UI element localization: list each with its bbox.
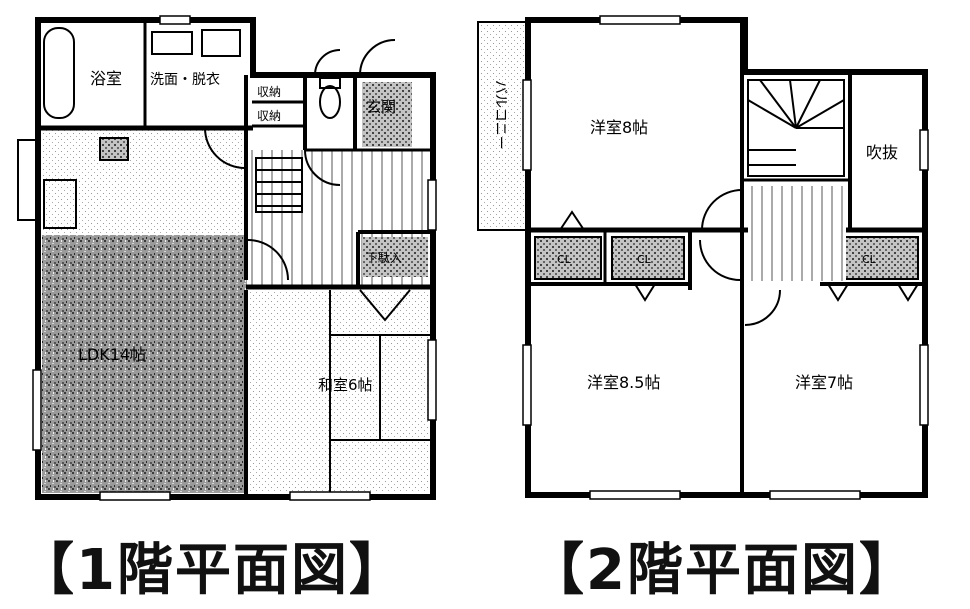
window (99, 491, 171, 501)
door-swing (314, 49, 341, 76)
door-swing (559, 210, 585, 231)
floor1-caption: 【1階平面図】 (18, 538, 407, 603)
door-swing (304, 149, 341, 186)
window (919, 129, 929, 171)
floor2-plan: バルコニー 洋室8帖 吹抜 CL CL CL 洋室8.5帖 洋室7帖 (477, 15, 929, 500)
floor1-plan: 浴室 洗面・脱衣 収納 収納 玄関 LDK14帖 下駄入 和室6帖 (17, 15, 437, 501)
room-label-cl-3: CL (862, 253, 877, 266)
floor2-caption: 【2階平面図】 (528, 538, 917, 603)
toilet-icon (319, 85, 341, 119)
room-label-storage-2: 収納 (257, 109, 281, 123)
room-label-entrance: 玄関 (366, 98, 396, 116)
room-label-room-c: 洋室7帖 (795, 373, 853, 392)
ldk-floor (42, 235, 247, 493)
door-swing (247, 239, 289, 281)
room-label-bath: 浴室 (90, 69, 122, 88)
room-label-ldk: LDK14帖 (78, 345, 146, 364)
door-swing (897, 283, 919, 302)
closet-1 (534, 236, 602, 280)
bathtub-icon (43, 27, 75, 119)
door-swing (359, 289, 411, 322)
door-swing (204, 127, 246, 169)
room-label-storage-1: 収納 (257, 85, 281, 99)
kitchen-sink-icon (43, 179, 77, 229)
tatami-mats (329, 290, 431, 493)
door-swing (359, 39, 396, 76)
room-label-fukinuke: 吹抜 (866, 143, 898, 162)
room-label-shoebox: 下駄入 (366, 250, 402, 265)
floor1-outer-wall (35, 17, 436, 500)
window (769, 490, 861, 500)
washitsu-floor (248, 290, 431, 493)
floor1-stairs (255, 157, 303, 213)
door-swing (634, 283, 656, 302)
window (159, 15, 191, 25)
door-swing (744, 289, 781, 326)
window (919, 344, 929, 426)
window (589, 490, 681, 500)
entrance-floor (362, 82, 412, 147)
floor2-outer-wall (525, 17, 928, 498)
window (32, 369, 42, 451)
door-swing (827, 283, 849, 302)
closet-2 (611, 236, 685, 280)
window (522, 79, 532, 171)
room-label-washitsu: 和室6帖 (318, 376, 373, 394)
floor2-stairs (747, 79, 845, 177)
window (427, 179, 437, 231)
door-swing (701, 189, 743, 231)
room-label-room-b: 洋室8.5帖 (587, 373, 660, 392)
window (427, 339, 437, 421)
room-label-room-a: 洋室8帖 (590, 118, 648, 137)
hall-floor-2 (748, 186, 846, 281)
room-label-cl-2: CL (637, 253, 652, 266)
washbasin-icon (201, 29, 241, 57)
window (289, 491, 371, 501)
washing-machine-icon (151, 31, 193, 55)
room-label-cl-1: CL (557, 253, 572, 266)
kitchen-floor (42, 130, 247, 235)
shoebox-floor (362, 237, 428, 277)
fridge-icon (99, 137, 129, 161)
window (599, 15, 681, 25)
room-label-washroom: 洗面・脱衣 (150, 72, 220, 88)
room-label-balcony: バルコニー (492, 80, 508, 150)
door-swing (699, 239, 741, 281)
window (522, 344, 532, 426)
